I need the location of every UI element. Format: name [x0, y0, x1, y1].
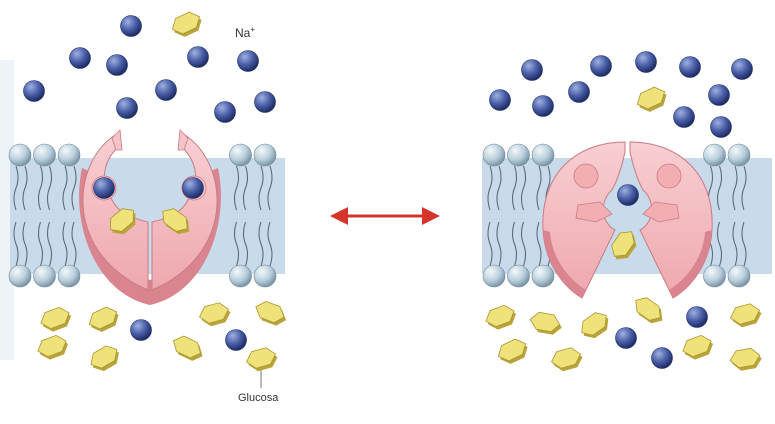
glucose-molecule-icon — [497, 338, 527, 362]
glucose-molecules — [37, 11, 762, 372]
phospholipid-head — [229, 143, 252, 167]
phospholipid-head — [482, 143, 506, 167]
sodium-ion-icon — [673, 106, 695, 128]
sodium-ion-icon — [708, 84, 730, 106]
sodium-ion-icon — [568, 81, 590, 103]
sodium-ion-icon — [187, 46, 209, 68]
sodium-ion-icon — [106, 54, 128, 76]
glucose-molecule-icon — [682, 334, 712, 358]
double-headed-arrow-icon — [330, 207, 440, 225]
glucose-molecule-icon — [110, 208, 134, 232]
phospholipid-head — [727, 143, 751, 167]
glucose-molecule-icon — [40, 306, 70, 330]
sodium-ion-icon — [225, 329, 247, 351]
sodium-ion-icon — [120, 15, 142, 37]
glucose-molecule-icon — [171, 11, 201, 35]
sodium-ion-icon — [686, 306, 708, 328]
glucose-molecule-icon — [581, 312, 607, 336]
phospholipid-head — [482, 264, 506, 288]
glucose-molecule-icon — [88, 306, 118, 330]
glucose-molecule-icon — [37, 334, 67, 358]
phospholipid-head — [57, 264, 81, 288]
glucose-molecule-icon — [611, 231, 635, 257]
membrane-left — [8, 143, 285, 288]
glucose-molecule-icon — [635, 297, 661, 321]
sodium-ion-icon — [93, 177, 115, 199]
glucose-molecule-icon — [529, 311, 561, 333]
glucose-molecule-icon — [485, 304, 515, 328]
sodium-ion-icon — [237, 50, 259, 72]
sodium-ion-icon — [182, 177, 204, 199]
sodium-ion-icon — [116, 97, 138, 119]
phospholipid-head — [33, 264, 56, 288]
phospholipid-head — [253, 264, 277, 288]
phospholipid-head — [727, 264, 751, 288]
phospholipid-head — [57, 143, 81, 167]
sodium-ion-icon — [155, 79, 177, 101]
sodium-ion-icon — [489, 89, 511, 111]
sodium-ion-icon — [214, 101, 236, 123]
sodium-symbol: Na — [235, 26, 251, 40]
sodium-label: Na+ — [235, 25, 255, 40]
membrane-right — [482, 143, 772, 288]
sodium-ion-icon — [710, 116, 732, 138]
transporter-outward-open — [79, 129, 221, 305]
phospholipid-head — [703, 143, 726, 167]
glucose-molecule-icon — [729, 303, 761, 325]
left-edge-wash — [0, 60, 14, 360]
glucose-molecule-icon — [255, 300, 285, 324]
sodium-ion-icon — [23, 80, 45, 102]
phospholipid-head — [8, 264, 32, 288]
transporter-inward-open — [542, 141, 713, 299]
phospholipid-head — [703, 264, 726, 288]
glucose-molecule-icon — [729, 347, 761, 369]
glucose-label: Glucosa — [238, 392, 279, 404]
glucose-molecule-icon — [636, 86, 666, 110]
phospholipid-head — [507, 143, 530, 167]
phospholipid-head — [8, 143, 32, 167]
sodium-ion-icon — [617, 184, 639, 206]
sodium-ion-icon — [731, 58, 753, 80]
sodium-ion-icon — [615, 327, 637, 349]
glucose-molecule-icon — [550, 347, 582, 369]
sodium-ion-icon — [651, 347, 673, 369]
sodium-ion-icon — [590, 55, 612, 77]
sodium-charge: + — [250, 25, 256, 34]
sodium-ion-icon — [679, 56, 701, 78]
glucose-molecule-icon — [245, 347, 277, 369]
phospholipid-head — [253, 143, 277, 167]
phospholipid-head — [33, 143, 56, 167]
phospholipid-head — [531, 143, 555, 167]
glucose-molecule-icon — [90, 345, 118, 369]
glucose-molecule-icon — [162, 208, 188, 232]
sodium-ions — [23, 15, 753, 369]
glucose-molecule-icon — [198, 302, 230, 324]
sodium-ion-icon — [635, 51, 657, 73]
sodium-ion-icon — [130, 319, 152, 341]
sodium-ion-icon — [254, 91, 276, 113]
phospholipid-head — [229, 264, 252, 288]
phospholipid-head — [531, 264, 555, 288]
sodium-ion-icon — [69, 47, 91, 69]
sodium-ion-icon — [532, 95, 554, 117]
phospholipid-head — [507, 264, 530, 288]
sodium-ion-icon — [521, 59, 543, 81]
glucose-molecule-icon — [172, 335, 202, 359]
